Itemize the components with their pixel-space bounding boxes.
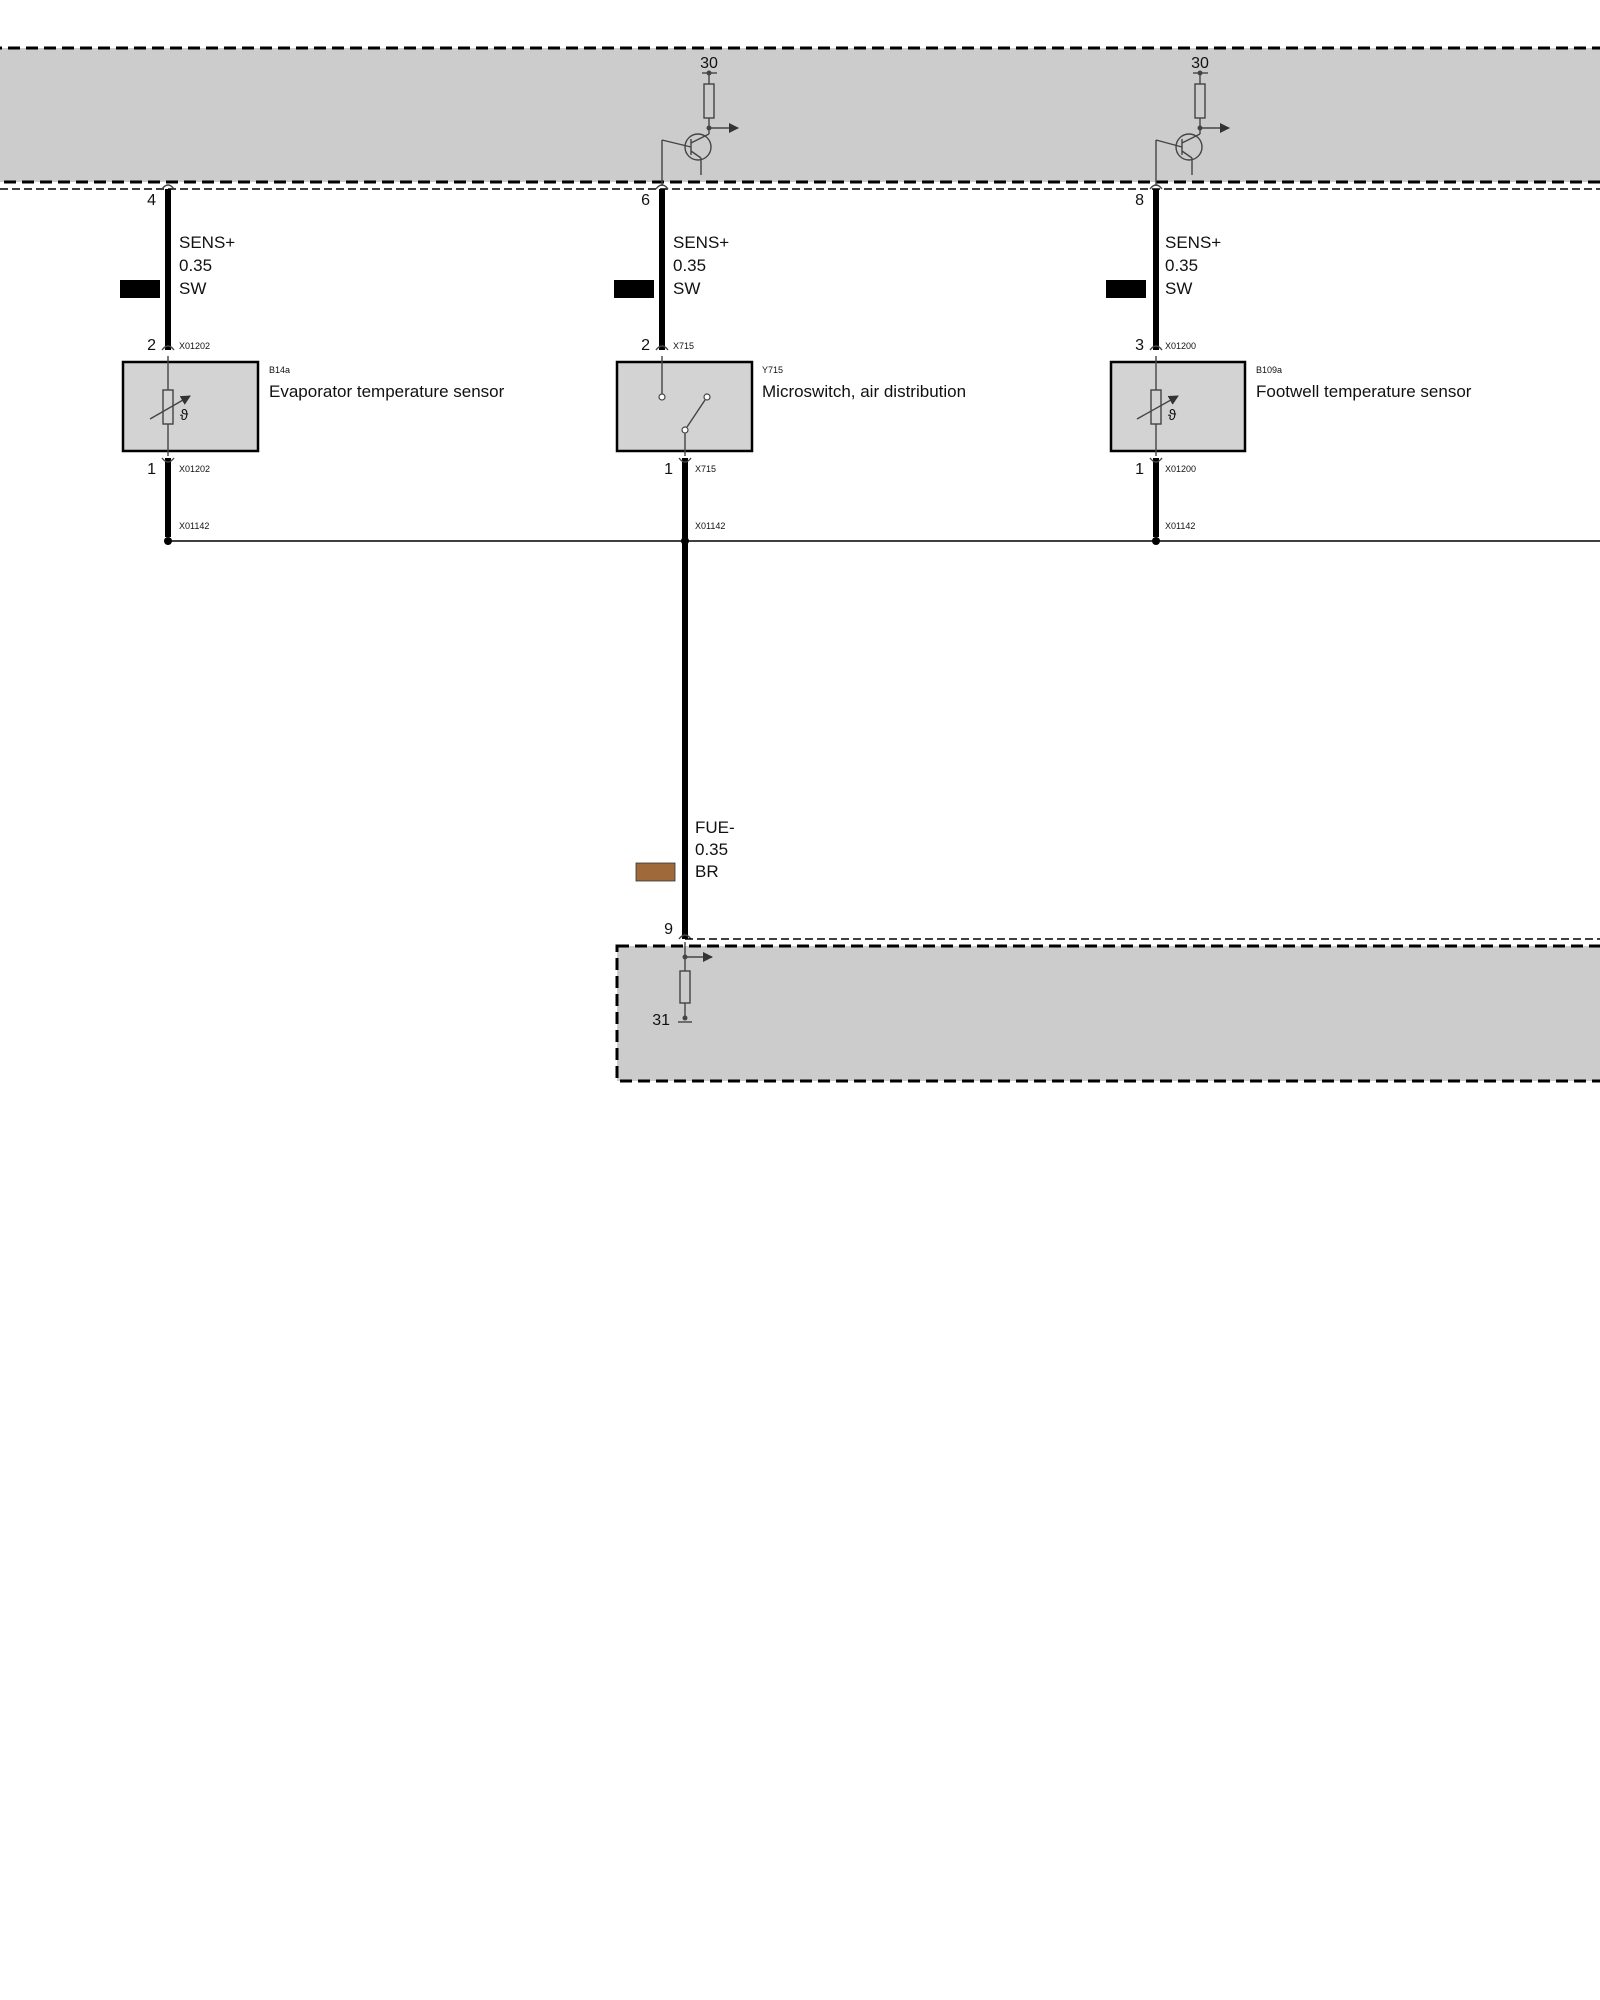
component-code: Y715 xyxy=(762,365,783,375)
component-bottom-connector: X01200 xyxy=(1165,464,1196,474)
wire-color-swatch xyxy=(1106,280,1146,298)
wire-signal: SENS+ xyxy=(179,233,235,252)
footwell-temperature-sensor: 3 X01200 ϑ B109a Footwell temperature se… xyxy=(1109,337,1472,531)
component-top-pin: 3 xyxy=(1135,337,1144,354)
thermal-symbol-icon: ϑ xyxy=(1168,407,1177,424)
splice-connector-label: X01142 xyxy=(695,521,725,531)
component-bottom-connector: X715 xyxy=(695,464,716,474)
component-name: Microswitch, air distribution xyxy=(762,382,966,401)
module-pin-right: 8 xyxy=(1135,192,1144,209)
splice-point-middle xyxy=(681,537,689,545)
component-name: Footwell temperature sensor xyxy=(1256,382,1472,401)
wire-color-swatch xyxy=(635,862,676,882)
wire-color-swatch xyxy=(614,280,654,298)
thermal-symbol-icon: ϑ xyxy=(180,407,189,424)
wire-color-code: BR xyxy=(695,862,719,881)
wire-signal: SENS+ xyxy=(1165,233,1221,252)
wire-label-left: SENS+ 0.35 SW xyxy=(120,233,235,298)
component-box xyxy=(121,360,260,453)
component-bottom-pin: 1 xyxy=(147,461,156,478)
component-top-connector: X01200 xyxy=(1165,341,1196,351)
module-pin-bottom: 9 xyxy=(664,921,673,938)
splice-point-right xyxy=(1152,537,1160,545)
wire-color-swatch xyxy=(120,280,160,298)
transistor-icon xyxy=(684,133,712,161)
module-pin-left: 4 xyxy=(147,192,156,209)
splice-connector-label: X01142 xyxy=(1165,521,1195,531)
splice-point-left xyxy=(164,537,172,545)
wire-color-code: SW xyxy=(673,279,700,298)
top-control-module: 30 30 xyxy=(0,46,1600,209)
wires xyxy=(161,184,1600,940)
output-stage-middle: 30 xyxy=(661,55,739,186)
wire-label-middle: SENS+ 0.35 SW xyxy=(614,233,729,298)
wire-color-code: SW xyxy=(179,279,206,298)
wire-cross-section: 0.35 xyxy=(1165,256,1198,275)
output-stage-right: 30 xyxy=(1155,55,1230,186)
bottom-control-module: 9 31 xyxy=(615,921,1600,1083)
component-code: B14a xyxy=(269,365,290,375)
component-top-connector: X01202 xyxy=(179,341,210,351)
component-name: Evaporator temperature sensor xyxy=(269,382,505,401)
wire-signal: SENS+ xyxy=(673,233,729,252)
microswitch-air-distribution: 2 X715 Y715 Microswitch, air distributio… xyxy=(615,337,966,531)
wire-cross-section: 0.35 xyxy=(673,256,706,275)
wire-color-code: SW xyxy=(1165,279,1192,298)
supply-terminal-label: 30 xyxy=(1191,55,1209,72)
wire-cross-section: 0.35 xyxy=(179,256,212,275)
variable-arrow-icon xyxy=(1136,395,1179,420)
component-top-pin: 2 xyxy=(641,337,650,354)
variable-arrow-icon xyxy=(149,395,191,420)
splice-connector-label: X01142 xyxy=(179,521,209,531)
component-top-connector: X715 xyxy=(673,341,694,351)
ground-terminal-label: 31 xyxy=(652,1012,670,1029)
supply-terminal-label: 30 xyxy=(700,55,718,72)
component-box xyxy=(1109,360,1247,453)
transistor-icon xyxy=(1175,133,1203,161)
component-code: B109a xyxy=(1256,365,1282,375)
component-top-pin: 2 xyxy=(147,337,156,354)
bottom-module-box xyxy=(615,944,1600,1083)
component-bottom-pin: 1 xyxy=(1135,461,1144,478)
component-bottom-connector: X01202 xyxy=(179,464,210,474)
wire-signal: FUE- xyxy=(695,818,735,837)
wire-cross-section: 0.35 xyxy=(695,840,728,859)
component-bottom-pin: 1 xyxy=(664,461,673,478)
module-pin-middle: 6 xyxy=(641,192,650,209)
wire-label-right: SENS+ 0.35 SW xyxy=(1106,233,1221,298)
wire-label-ground: FUE- 0.35 BR xyxy=(635,818,735,882)
evaporator-temperature-sensor: 2 X01202 ϑ B14a Evaporator temperature s… xyxy=(121,337,505,531)
switch-contact-icon xyxy=(686,399,706,428)
top-module-box xyxy=(0,46,1600,184)
